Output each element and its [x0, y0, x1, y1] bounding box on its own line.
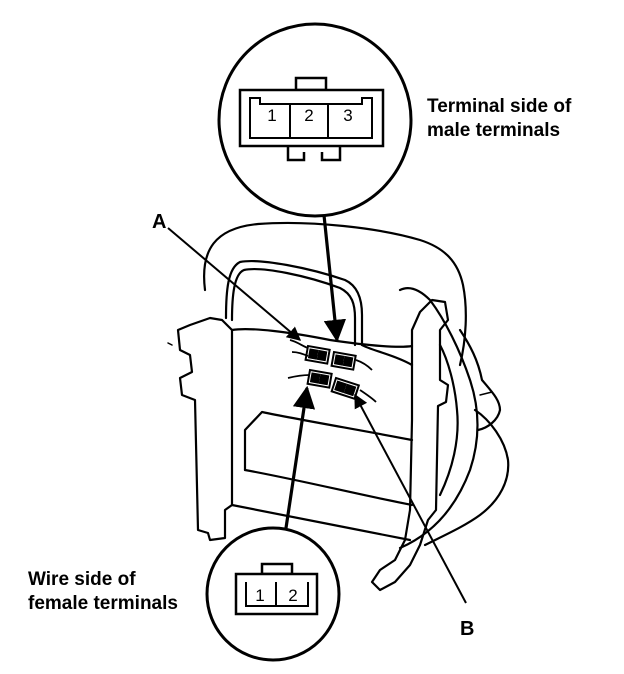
arrow-female-connector [284, 385, 316, 529]
male-caption-line1: Terminal side of [427, 96, 572, 117]
arrow-male-connector [320, 195, 347, 343]
right-frame [370, 298, 450, 592]
left-frame [176, 316, 234, 542]
female-connector-face [234, 562, 319, 616]
seat-back-illustration [167, 221, 510, 592]
leader-b [354, 393, 467, 604]
connector-a-upper [304, 344, 331, 365]
male-pin-2: 2 [304, 106, 313, 125]
lower-panel [243, 410, 414, 472]
headrest-stay [224, 260, 364, 347]
female-caption-line2: female terminals [28, 593, 178, 614]
right-bolster [398, 286, 479, 550]
connector-b-in-seat [330, 376, 361, 400]
male-pin-3: 3 [343, 106, 352, 125]
male-pin-1: 1 [267, 106, 276, 125]
frame-top-rail [230, 328, 414, 348]
connector-male-in-seat [330, 350, 357, 371]
leader-a [167, 227, 302, 341]
female-connector-callout: 1 2 [205, 526, 341, 662]
connector-female-in-seat [306, 368, 333, 389]
seat-top-outline [203, 221, 467, 367]
harness-connectors [287, 339, 377, 403]
female-pin-1: 1 [255, 586, 264, 605]
male-caption-line2: male terminals [427, 120, 560, 141]
label-b: B [460, 618, 474, 640]
male-connector-callout: 1 2 3 [217, 22, 413, 218]
female-pin-2: 2 [288, 586, 297, 605]
label-a: A [152, 211, 166, 233]
leader-lines [167, 195, 467, 604]
female-caption-line1: Wire side of [28, 569, 136, 590]
male-connector-face [238, 76, 385, 162]
